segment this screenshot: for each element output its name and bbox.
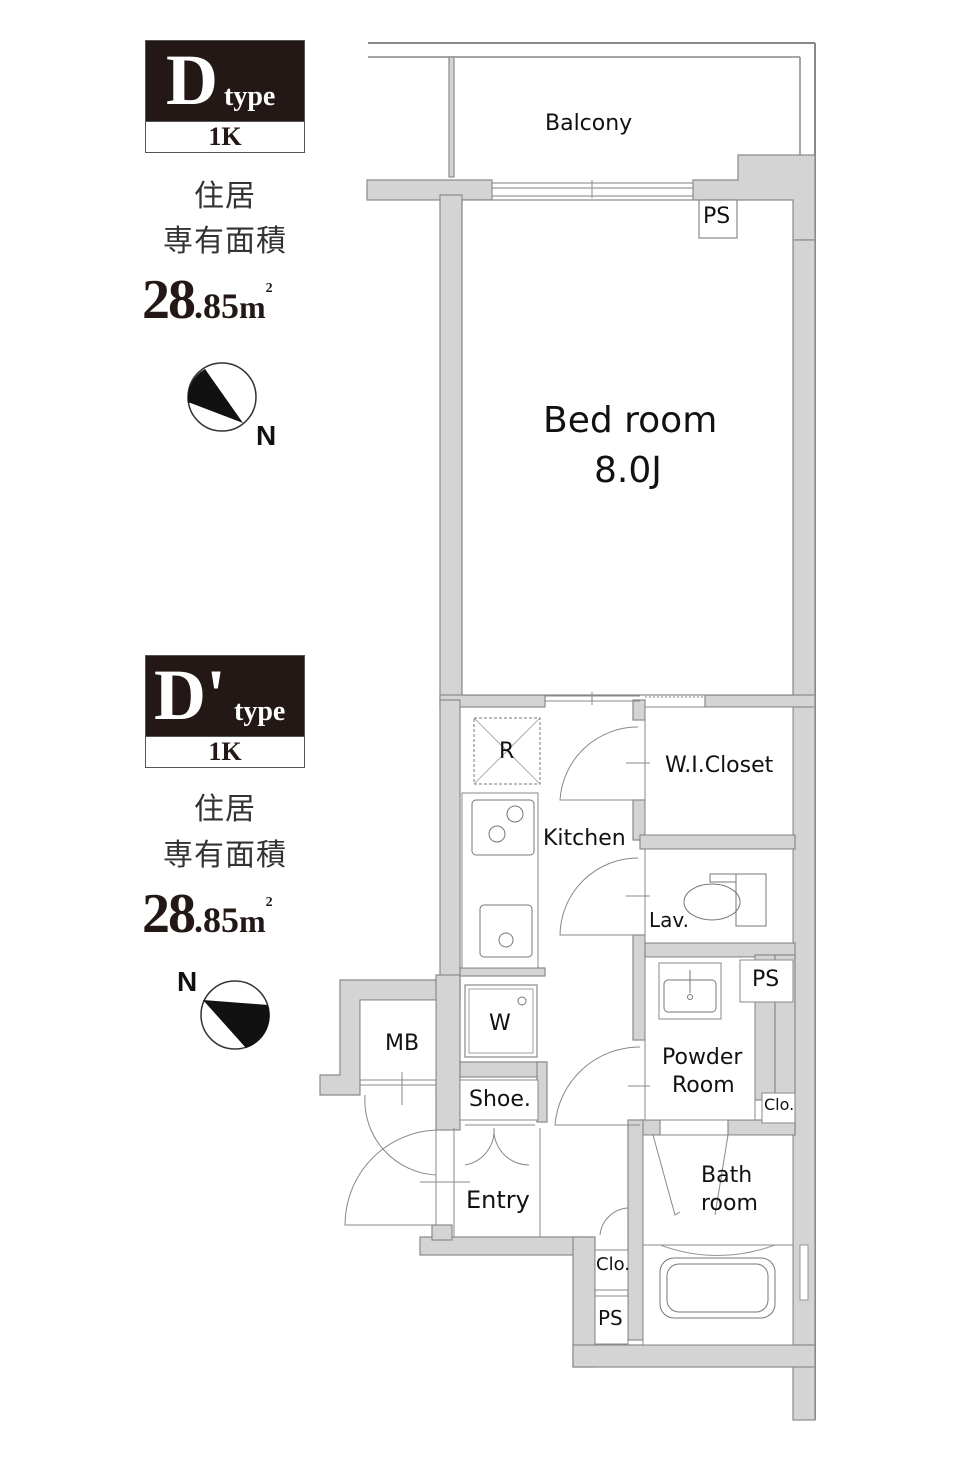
room-label-bath-line2: room [701, 1191, 758, 1216]
type-letter: D' [154, 655, 226, 735]
area-label-line1: 住居 [194, 179, 256, 214]
area-decimal: .85 [194, 900, 239, 940]
area-unit: m [239, 903, 266, 939]
area-label-line2: 専有面積 [163, 838, 287, 873]
unit-type-badge-d: D type 1K [145, 40, 305, 153]
room-label-bath-line1: Bath [701, 1163, 753, 1188]
room-label-shoe: Shoe. [469, 1087, 531, 1112]
type-suffix: type [224, 81, 276, 112]
type-suffix: type [234, 696, 286, 727]
type-badge-header: D' type [146, 655, 304, 736]
unit-type-badge-d-prime: D' type 1K [145, 655, 305, 768]
room-label-kitchen: Kitchen [543, 826, 626, 851]
room-label-closet-bottom: Clo. [596, 1254, 630, 1275]
compass-north-label: N [256, 420, 277, 451]
room-label-entry: Entry [466, 1186, 530, 1214]
layout-label: 1K [146, 736, 304, 767]
area-integer: 28 [142, 883, 196, 945]
area-label-line2: 専有面積 [163, 224, 287, 259]
floor-area: 28.85m2 [142, 882, 273, 946]
room-label-lavatory: Lav. [649, 908, 690, 932]
room-label-meter-box: MB [385, 1031, 420, 1056]
room-label-ps-top: PS [703, 204, 731, 229]
area-unit-sup: 2 [265, 895, 273, 910]
refrigerator-label: R [499, 739, 515, 764]
type-letter: D [166, 40, 218, 120]
room-label-ps-bottom: PS [598, 1306, 623, 1330]
room-label-powder-line1: Powder [662, 1045, 743, 1070]
compass-icon [200, 980, 270, 1050]
room-label-ps-mid: PS [752, 967, 780, 992]
room-label-closet-small: Clo. [764, 1095, 795, 1114]
room-label-powder-line2: Room [672, 1073, 735, 1098]
area-unit-sup: 2 [265, 281, 273, 296]
compass-icon [187, 362, 257, 432]
area-unit: m [239, 289, 266, 325]
floor-area: 28.85m2 [142, 268, 273, 332]
type-badge-header: D type [146, 40, 304, 121]
area-decimal: .85 [194, 286, 239, 326]
area-label-line1: 住居 [194, 792, 256, 827]
area-integer: 28 [142, 269, 196, 331]
washer-label: W [489, 1011, 511, 1036]
room-label-balcony: Balcony [545, 111, 633, 136]
room-label-walk-in-closet: W.I.Closet [665, 753, 774, 778]
room-label-bedroom: Bed room [543, 400, 718, 441]
room-label-bedroom-size: 8.0J [594, 450, 662, 491]
compass-north-label: N [177, 966, 198, 997]
layout-label: 1K [146, 121, 304, 152]
